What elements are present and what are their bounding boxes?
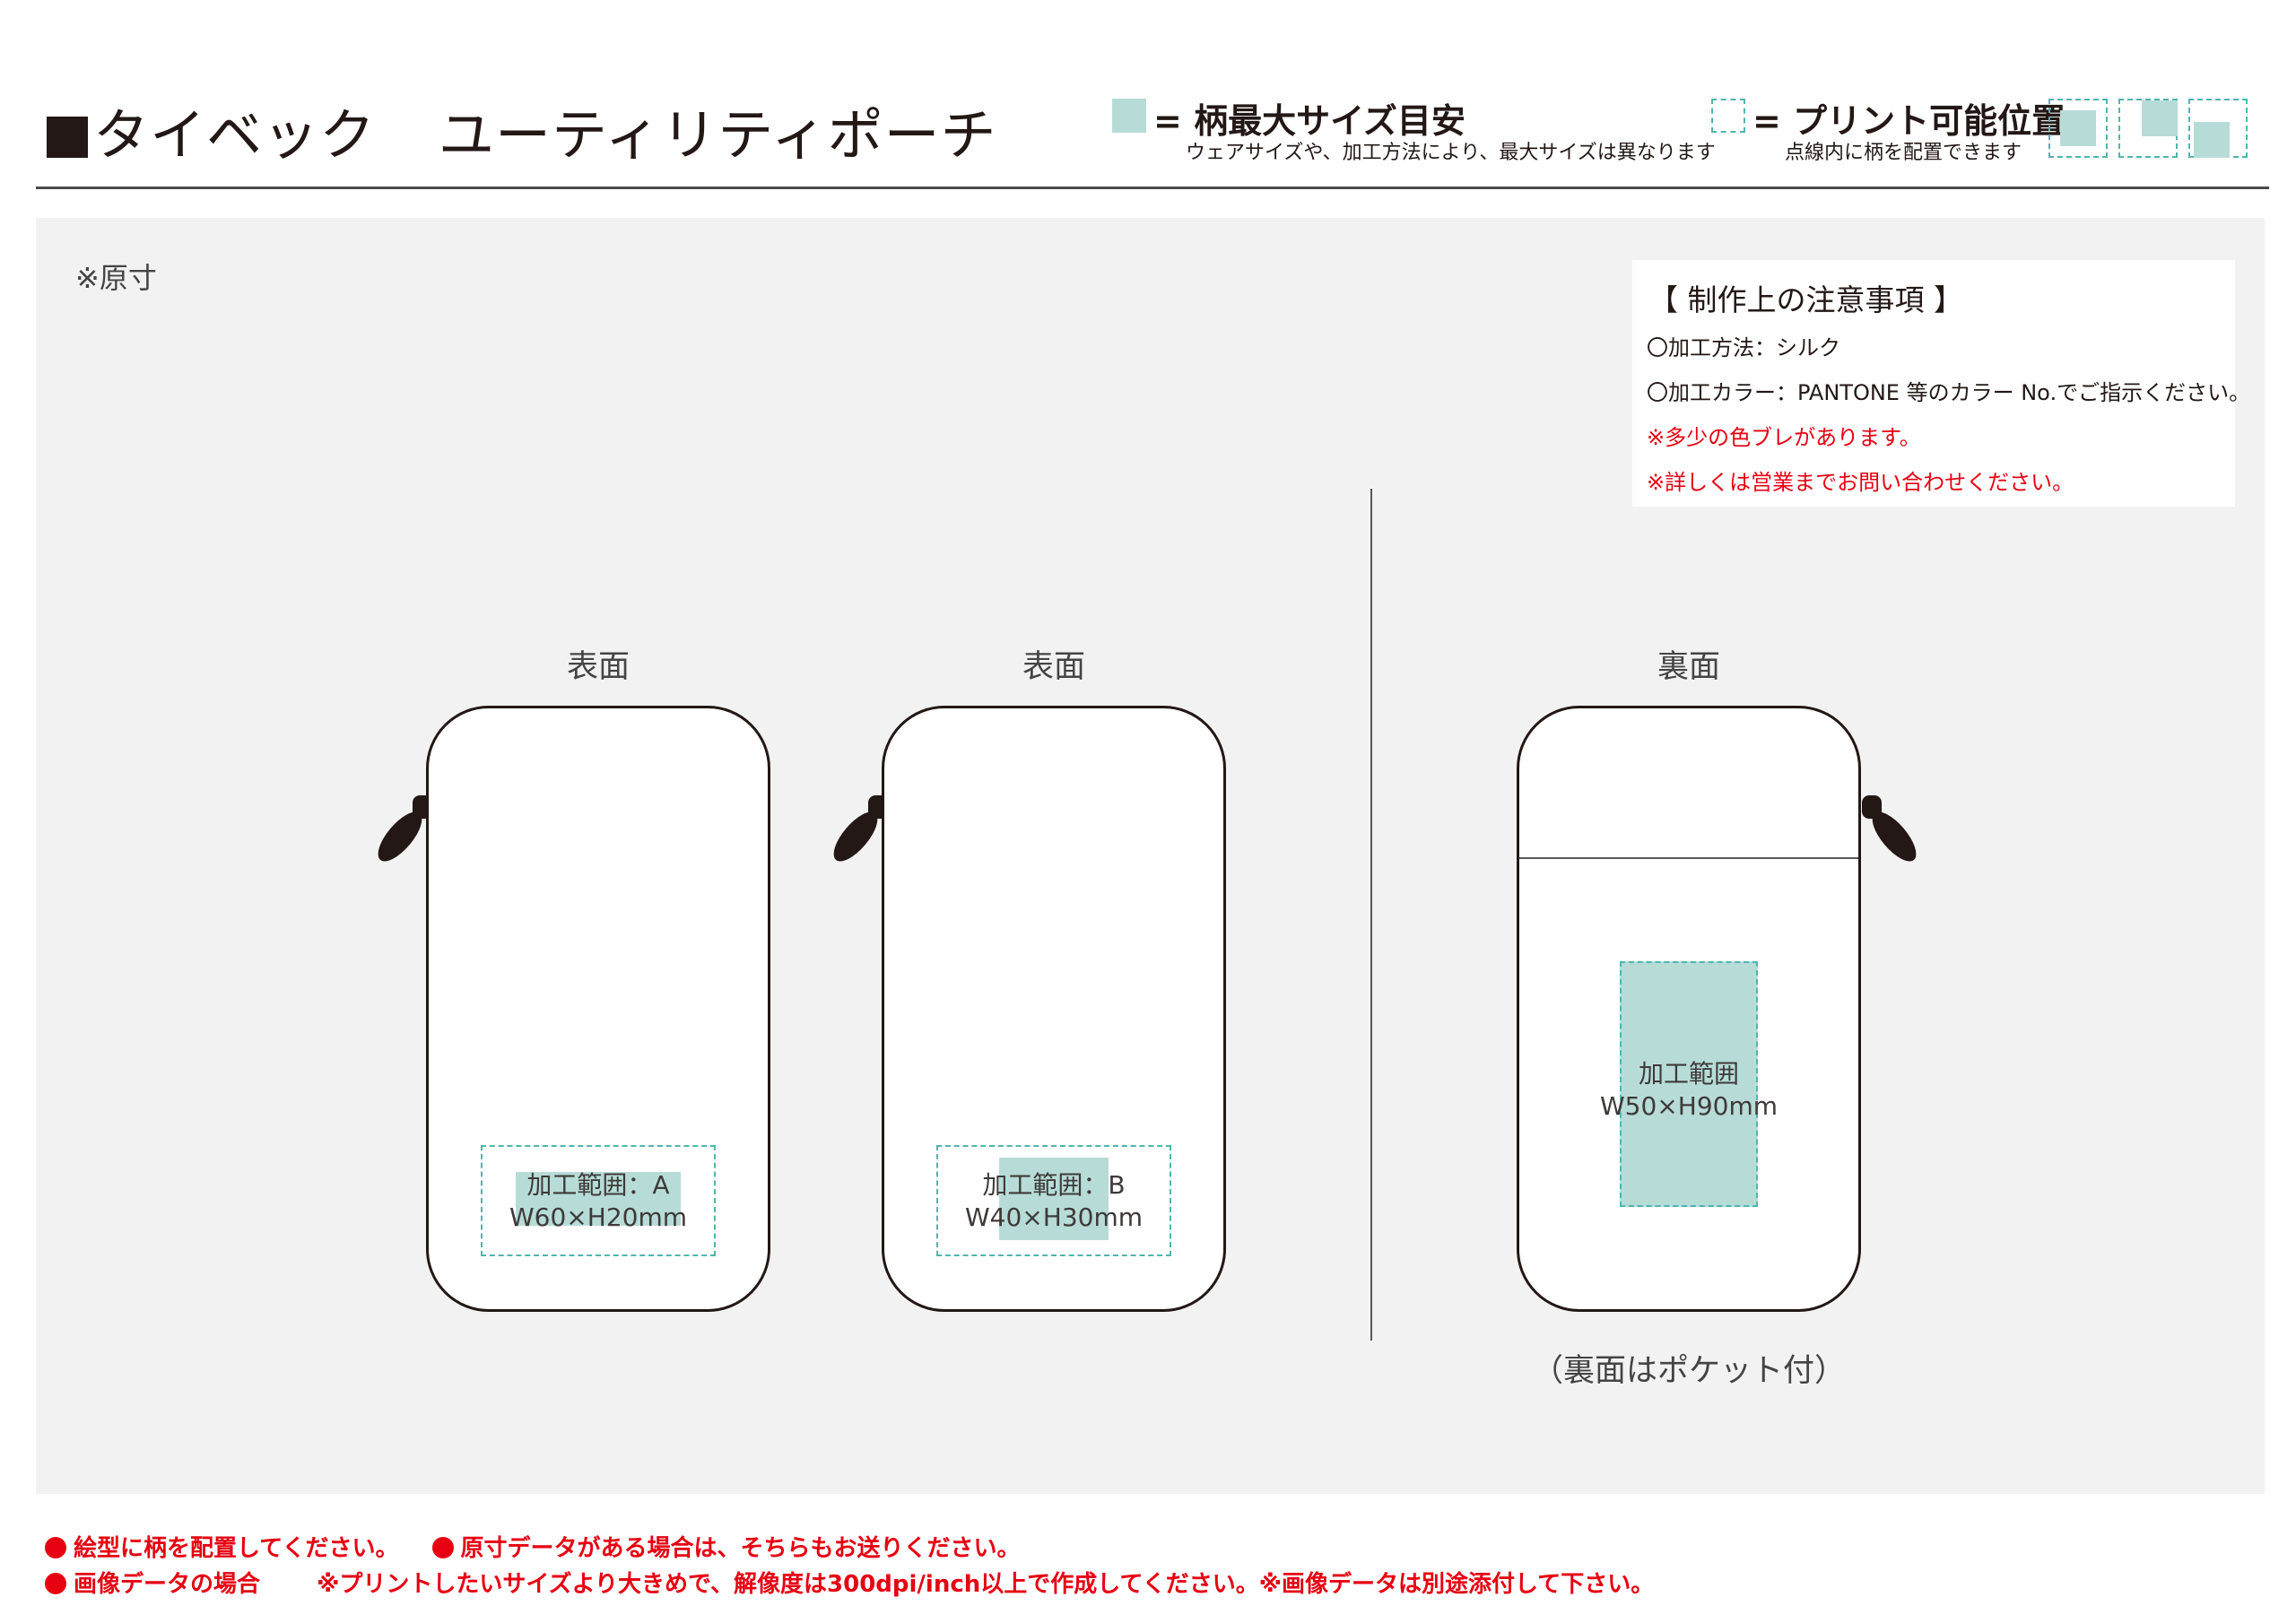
area-size: W60×H20mm <box>509 1202 688 1232</box>
red-bullet-icon <box>431 1537 454 1558</box>
print-area-dashed-icon <box>1711 99 1745 133</box>
print-area-b-label: 加工範囲：B W40×H30mm <box>965 1169 1143 1234</box>
zipper-pull-icon <box>1862 795 1917 862</box>
notice-color: 〇加工カラー：PANTONE 等のカラー No.でご指示ください。 <box>1647 380 2251 405</box>
notice-title: 【 制作上の注意事項 】 <box>1648 282 1963 317</box>
page-title: タイベックユーティリティポーチ <box>47 90 997 170</box>
area-name: 加工範囲 <box>1638 1059 1740 1089</box>
placement-bottom-right-icon <box>2188 99 2248 158</box>
area-name: 加工範囲：A <box>526 1170 670 1200</box>
print-area-back <box>1620 961 1758 1207</box>
notice-warning-color: ※多少の色ブレがあります。 <box>1647 425 1921 450</box>
scale-note: ※原寸 <box>75 261 157 295</box>
notice-warning-contact: ※詳しくは営業までお問い合わせください。 <box>1647 470 2074 495</box>
footer-image-data: 画像データの場合 <box>74 1571 261 1598</box>
print-area-back-label: 加工範囲 W50×H90mm <box>1600 1058 1778 1123</box>
area-size: W50×H90mm <box>1599 1091 1779 1121</box>
legend-print-label: = プリント可能位置 <box>1752 101 2066 141</box>
area-name: 加工範囲：B <box>982 1170 1126 1200</box>
print-area-a <box>481 1145 716 1256</box>
placement-top-right-icon <box>2118 99 2178 158</box>
legend-max-label: = 柄最大サイズ目安 <box>1153 101 1465 141</box>
pocket-note: （裏面はポケット付） <box>1531 1353 1847 1389</box>
footer-line-2: 画像データの場合 ※プリントしたいサイズより大きめで、解像度は300dpi/in… <box>45 1566 1654 1599</box>
production-notice: 【 制作上の注意事項 】 〇加工方法：シルク 〇加工カラー：PANTONE 等の… <box>1632 260 2250 507</box>
max-size-fill-b <box>999 1158 1109 1240</box>
legend-max-note: ウェアサイズや、加工方法により、最大サイズは異なります <box>1186 142 1716 164</box>
front-back-divider <box>1370 489 1372 1341</box>
header-divider <box>36 187 2269 189</box>
max-size-fill-a <box>516 1172 681 1226</box>
print-area-b <box>936 1145 1171 1256</box>
title-main: タイベック <box>93 102 377 168</box>
square-bullet-icon <box>47 117 88 158</box>
title-sub: ユーティリティポーチ <box>439 102 997 168</box>
red-bullet-icon <box>45 1573 66 1594</box>
placement-center-icon <box>2048 99 2108 158</box>
view-label-front-a: 表面 <box>566 649 631 685</box>
area-size: W40×H30mm <box>964 1202 1144 1232</box>
footer-placement: 絵型に柄を配置してください。 <box>74 1535 399 1562</box>
max-size-swatch-icon <box>1112 99 1146 133</box>
view-label-back: 裏面 <box>1657 649 1721 685</box>
view-label-front-b: 表面 <box>1022 649 1086 685</box>
footer-original-data: 原寸データがある場合は、そちらもお送りください。 <box>460 1535 1021 1562</box>
pocket-seam <box>1519 857 1858 859</box>
footer-resolution-note: ※プリントしたいサイズより大きめで、解像度は300dpi/inch以上で作成して… <box>317 1571 1655 1598</box>
notice-method: 〇加工方法：シルク <box>1647 335 1840 360</box>
print-area-a-label: 加工範囲：A W60×H20mm <box>509 1169 687 1234</box>
red-bullet-icon <box>45 1537 66 1558</box>
legend-print-note: 点線内に柄を配置できます <box>1785 142 2022 164</box>
footer-line-1: 絵型に柄を配置してください。 原寸データがある場合は、そちらもお送りください。 <box>45 1530 1021 1563</box>
